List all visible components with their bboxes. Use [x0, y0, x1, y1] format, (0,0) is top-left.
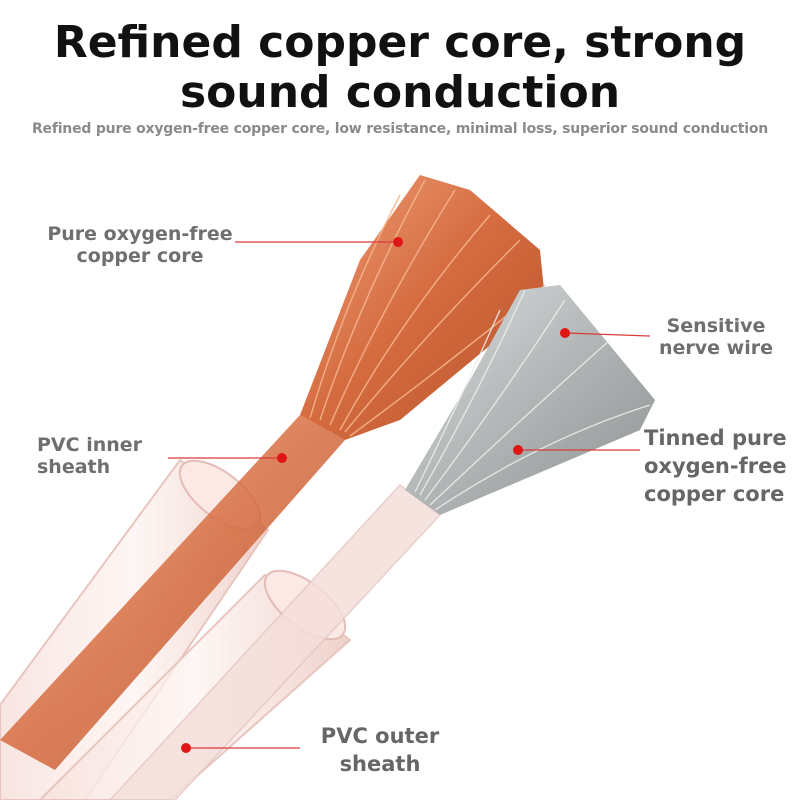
callout-outer-sheath-line-2: sheath	[339, 752, 421, 776]
callout-tinned-core: Tinned pure oxygen-free copper core	[644, 424, 800, 508]
callout-inner-sheath-line-2: sheath	[37, 456, 111, 478]
copper-conductor-shape	[0, 175, 545, 770]
callout-tinned-core-line-2: oxygen-free	[644, 454, 787, 478]
callout-inner-sheath-line-1: PVC inner	[37, 434, 143, 456]
callout-copper-core-line-2: copper core	[76, 245, 204, 267]
callout-copper-core: Pure oxygen-free copper core	[40, 223, 240, 267]
callout-tinned-core-line-3: copper core	[644, 482, 785, 506]
subheadline: Refined pure oxygen-free copper core, lo…	[31, 121, 769, 137]
callout-outer-sheath-line-1: PVC outer	[320, 724, 440, 748]
tinned-strands	[414, 289, 651, 511]
callout-copper-core-line-1: Pure oxygen-free	[47, 223, 233, 245]
headline-line-2: sound conduction	[179, 67, 621, 118]
leader-lines	[168, 241, 651, 749]
callout-outer-sheath: PVC outer sheath	[310, 722, 450, 778]
marker-dot-outer	[181, 743, 191, 753]
marker-dot-copper	[393, 237, 403, 247]
headline: Refined copper core, strong sound conduc…	[0, 18, 800, 118]
callout-nerve-wire: Sensitive nerve wire	[646, 315, 786, 359]
cable-photo	[0, 175, 655, 800]
leader-line-nerve	[564, 332, 651, 337]
marker-dot-tinned	[513, 445, 523, 455]
marker-dot-inner	[277, 453, 287, 463]
callout-nerve-wire-line-1: Sensitive	[666, 315, 766, 337]
tinned-conductor-shape	[405, 285, 655, 515]
callout-tinned-core-line-1: Tinned pure	[644, 426, 787, 450]
callout-nerve-wire-line-2: nerve wire	[659, 337, 773, 359]
marker-dots	[181, 237, 570, 753]
marker-dot-nerve	[560, 328, 570, 338]
callout-inner-sheath: PVC inner sheath	[37, 434, 157, 478]
headline-line-1: Refined copper core, strong	[53, 17, 747, 68]
